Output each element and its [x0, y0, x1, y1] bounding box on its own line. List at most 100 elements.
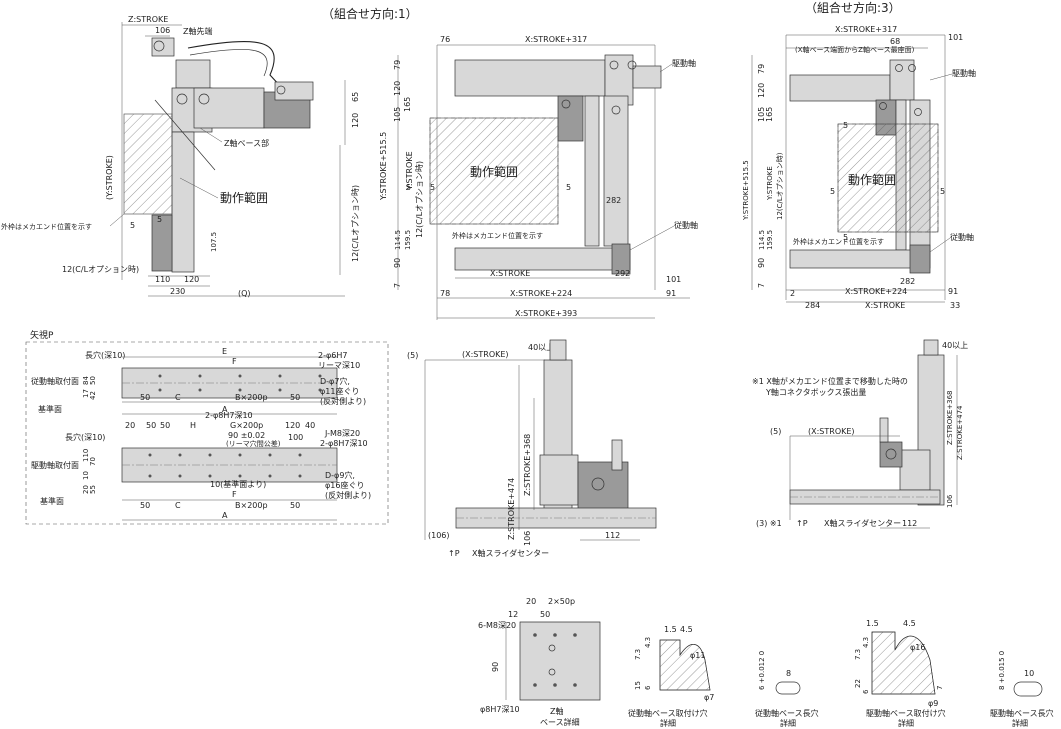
dim-b200-2: B×200p	[235, 501, 268, 510]
label-ref-face-1: 基準面	[38, 404, 62, 414]
label-z-tip: Z軸先端	[183, 26, 212, 36]
dim-282-3: 282	[900, 277, 915, 286]
dim-2: 2	[790, 289, 795, 298]
label-tol012: 6 +0.012 0	[758, 651, 766, 690]
dim-5-3a: 5	[830, 187, 835, 196]
label-drive-long-2: 詳細	[1012, 718, 1028, 728]
dim-120-bottom: 120	[184, 275, 199, 284]
dim-4-3-a: 4.3	[644, 637, 652, 648]
motion-range-hatch	[123, 113, 173, 215]
label-y-stroke-3: Y:STROKE	[766, 166, 774, 201]
dim-107-5: 107.5	[210, 232, 218, 252]
label-x-stroke-paren-3: (X:STROKE)	[808, 427, 855, 436]
label-driven-shaft-3: 従動軸	[950, 232, 974, 242]
label-phi11b: φ11	[690, 651, 705, 660]
label-cl-option-12-3: 12(C/Lオプション時)	[776, 152, 784, 220]
top-view-1: 76 X:STROKE+317 動作範囲 外枠はメカエンド位置を示す 5 5 2…	[379, 35, 698, 320]
dim-5-1b: 5	[566, 183, 571, 192]
motion-range-hatch-3	[837, 123, 939, 233]
label-opposite-2: (反対側より)	[325, 490, 371, 500]
label-drive-mount: 駆動軸取付面	[31, 460, 79, 470]
label-x-base-note: (X軸ベース端面からZ軸ベース最座面)	[795, 45, 915, 54]
label-note-mark: (3) ※1	[756, 519, 782, 528]
dim-55: 55	[89, 485, 97, 494]
dim-120-p: 120	[285, 421, 300, 430]
dim-159-5-1: 159.5	[404, 230, 412, 250]
dim-50-h3: 50	[146, 421, 156, 430]
dim-a-1: A	[222, 405, 228, 414]
dim-5-3d: 5	[843, 233, 848, 242]
dim-282-1: 282	[606, 196, 621, 205]
label-arrow-view: 矢視P	[30, 329, 54, 341]
label-driven-base-mount-1: 従動軸ベース取付け穴	[628, 708, 708, 718]
label-driven-base-mount-2: 詳細	[660, 718, 676, 728]
dim-5-1c: 5	[406, 183, 411, 192]
label-x-stroke-paren-1: (X:STROKE)	[462, 350, 509, 359]
dim-70: 70	[89, 457, 97, 466]
label-limit-40-1: 40以上	[528, 343, 554, 352]
label-opposite-1: (反対側より)	[320, 396, 366, 406]
dim-1-5-b: 1.5	[866, 619, 879, 628]
label-z-stroke-368-1: Z:STROKE+368	[523, 434, 532, 496]
dim-7-b: 7	[936, 686, 944, 690]
dim-5-3b: 5	[940, 187, 945, 196]
dim-165-3: 165	[765, 107, 774, 122]
label-y-stroke-1: Y:STROKE	[405, 151, 414, 191]
label-x-stroke-224-1: X:STROKE+224	[510, 289, 572, 298]
arrow-view-p: 矢視P 長穴(深10) E F 2-φ6H7 リーマ深10 従動軸取付面 D-φ…	[25, 329, 389, 525]
dim-5-left-b: 5	[157, 215, 162, 224]
label-driven-long-2: 詳細	[780, 718, 796, 728]
label-phi16: φ16座ぐり	[325, 480, 364, 490]
label-mech-end-left: 外枠はメカエンド位置を示す	[1, 222, 92, 231]
dim-6-b: 6	[862, 689, 870, 694]
dim-22: 22	[854, 679, 862, 688]
dim-114-5-1: 114.5	[394, 230, 402, 250]
label-x-stroke-224-3: X:STROKE+224	[845, 287, 907, 296]
dim-4-3-b: 4.3	[862, 637, 870, 648]
dim-120-left: 120	[351, 113, 360, 128]
label-cl-option-12-bottom: 12(C/Lオプション時)	[62, 265, 139, 274]
dim-101-3: 101	[948, 33, 963, 42]
label-drive-base-mount-2: 詳細	[898, 718, 914, 728]
label-y-stroke-paren: (Y:STROKE)	[105, 155, 114, 200]
front-view-1: (5) (X:STROKE) 40以上 Z:STROKE+474 Z:STROK…	[407, 339, 657, 558]
dim-165-1: 165	[403, 97, 412, 112]
label-phi16b: φ16	[910, 643, 925, 652]
dim-112-3: 112	[902, 519, 917, 528]
dim-5-3c: 5	[843, 121, 848, 130]
detail-driven-base-mount: 1.5 4.5 φ11 φ7 7.3 4.3 15 6 従動軸ベース取付け穴 詳…	[628, 625, 714, 728]
dim-84: 84	[82, 376, 90, 385]
label-mech-end-3: 外枠はメカエンド位置を示す	[793, 237, 884, 246]
label-g200: G×200p	[230, 421, 263, 430]
dim-50-v1: 50	[89, 376, 97, 385]
dim-6-a: 6	[644, 685, 652, 690]
header-view1: （組合せ方向:1）	[322, 6, 418, 21]
label-z-stroke-474-1: Z:STROKE+474	[507, 478, 516, 540]
label-ref-face-2: 基準面	[40, 496, 64, 506]
label-motion-range-3: 動作範囲	[848, 172, 896, 187]
dim-40: 40	[305, 421, 315, 430]
label-ref10: 10(基準面より)	[210, 479, 266, 489]
label-x-stroke-3: X:STROKE	[865, 301, 905, 310]
label-z-base-detail-2: ベース詳細	[540, 717, 580, 727]
dim-5-1a: 5	[430, 183, 435, 192]
dim-90-3: 90	[757, 258, 766, 268]
label-drive-shaft-1: 駆動軸	[672, 58, 696, 68]
label-p-arrow-3: ↑P	[796, 519, 808, 528]
label-p-arrow-1: ↑P	[448, 549, 460, 558]
dim-120-3: 120	[757, 83, 766, 98]
dim-110: 110	[155, 275, 170, 284]
label-drive-base-mount-1: 駆動軸ベース取付け穴	[866, 708, 946, 718]
dim-20-v: 20	[82, 485, 90, 494]
dim-7-3-b: 7.3	[854, 649, 862, 660]
dim-159-5-3: 159.5	[766, 230, 774, 250]
label-phi7: φ7	[704, 693, 714, 702]
label-long-hole-2: 長穴(深10)	[65, 432, 105, 442]
dim-10-v: 10	[82, 471, 90, 480]
dim-105-3: 105	[757, 107, 766, 122]
label-x-stroke-317: X:STROKE+317	[525, 35, 587, 44]
dim-7-3-a: 7.3	[634, 649, 642, 660]
label-y-stroke-515: Y:STROKE+515.5	[379, 132, 388, 201]
dim-78: 78	[440, 289, 450, 298]
dim-106-front3: 106	[946, 494, 954, 508]
